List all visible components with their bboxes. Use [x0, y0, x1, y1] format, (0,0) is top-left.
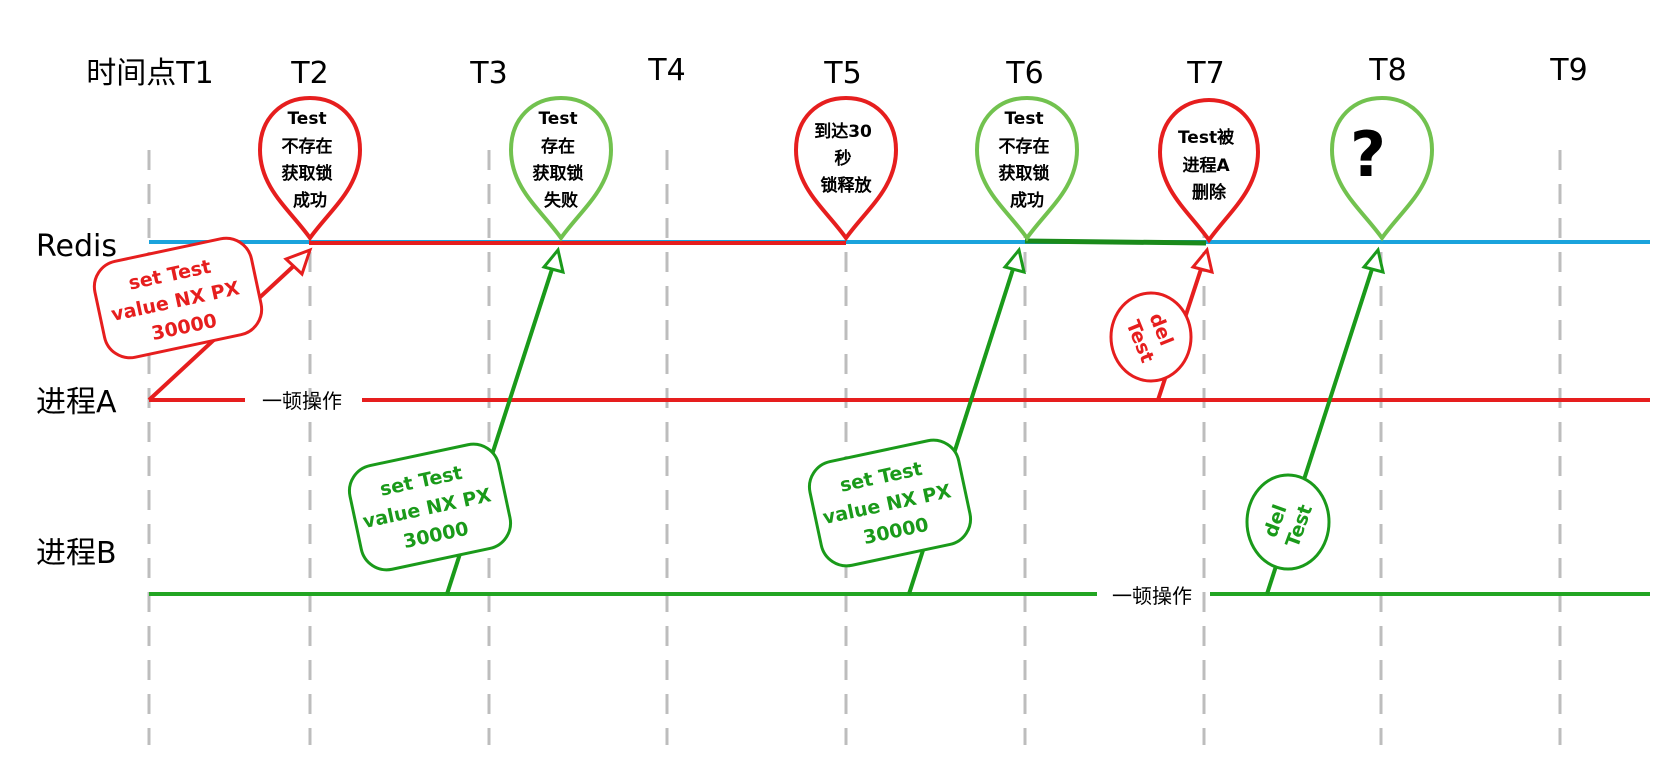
- time-label-t7: T7: [1186, 56, 1224, 91]
- cmd-a-set: set Test value NX PX 30000: [92, 236, 264, 360]
- pin-t8-question-mark: ?: [1350, 118, 1386, 191]
- time-label-t2: T2: [290, 56, 328, 91]
- pin-t6-line-3: 获取锁: [999, 163, 1050, 184]
- pin-t5-line-3: 锁释放: [821, 175, 873, 196]
- pin-t7-line-3: 删除: [1192, 182, 1227, 203]
- pin-t5-lock-expired: 到达30 秒 锁释放: [793, 95, 899, 242]
- svg-text:Test被 进程A 删除: Test被 进程A 删除: [1178, 127, 1240, 203]
- cmd-b-set-1: set Test value NX PX 30000: [347, 442, 513, 572]
- lane-label-process-b: 进程B: [36, 536, 117, 571]
- pin-t8-question: ?: [1329, 95, 1435, 242]
- pin-t3-line-4: 失败: [544, 190, 578, 211]
- pin-t3-line-1: Test: [538, 109, 577, 129]
- pin-t6-line-2: 不存在: [999, 136, 1050, 157]
- svg-text:Test 存在 获取锁: Test 存在 获取锁 失败: [533, 109, 590, 211]
- pin-t6-lock-acquired: Test 不存在 获取锁 成功: [974, 95, 1080, 242]
- process-b-busy-note: 一顿操作: [1112, 584, 1192, 608]
- pin-t2-line-4: 成功: [293, 190, 327, 211]
- pin-t7-line-1: Test被: [1178, 127, 1234, 148]
- pin-t5-line-2: 秒: [835, 148, 852, 169]
- svg-text:Test 不存在 获取锁: Test 不存在 获取锁 成功: [999, 109, 1056, 211]
- pin-t3-lock-failed: Test 存在 获取锁 失败: [508, 95, 614, 242]
- time-label-t8: T8: [1368, 53, 1406, 88]
- time-label-t9: T9: [1549, 53, 1587, 88]
- lock-held-by-b: [1024, 238, 1207, 246]
- svg-text:到达30 秒 锁释放: 到达30 秒 锁释放: [814, 121, 878, 196]
- pin-t2-line-2: 不存在: [282, 136, 333, 157]
- pin-t5-line-1: 到达30: [814, 121, 872, 142]
- lane-label-redis: Redis: [36, 229, 117, 264]
- time-label-t3: T3: [469, 56, 507, 91]
- time-label-t1: 时间点T1: [86, 56, 213, 91]
- pin-t2-lock-acquired: Test 不存在 获取锁 成功: [257, 95, 363, 242]
- pin-t2-line-3: 获取锁: [282, 163, 333, 184]
- time-gridlines: [147, 150, 1562, 745]
- pin-t2-line-1: Test: [287, 109, 326, 129]
- time-label-t5: T5: [823, 56, 861, 91]
- cmd-b-del: del Test: [1245, 473, 1331, 571]
- cmd-a-del: del Test: [1109, 291, 1193, 383]
- time-labels: 时间点T1 T2 T3 T4 T5 T6 T7 T8 T9: [86, 53, 1587, 91]
- pin-t3-line-3: 获取锁: [533, 163, 584, 184]
- svg-text:Test 不存在 获取锁: Test 不存在 获取锁 成功: [282, 109, 339, 211]
- pin-t6-line-4: 成功: [1010, 190, 1044, 211]
- pin-t7-lock-deleted: Test被 进程A 删除: [1157, 97, 1261, 244]
- pin-t3-line-2: 存在: [541, 136, 575, 157]
- pin-t6-line-1: Test: [1004, 109, 1043, 129]
- time-label-t4: T4: [647, 53, 685, 88]
- process-a-busy-note: 一顿操作: [262, 389, 342, 413]
- lane-label-process-a: 进程A: [36, 385, 117, 420]
- cmd-b-set-2: set Test value NX PX 30000: [807, 438, 973, 568]
- time-label-t6: T6: [1005, 56, 1043, 91]
- pin-t7-line-2: 进程A: [1182, 156, 1230, 176]
